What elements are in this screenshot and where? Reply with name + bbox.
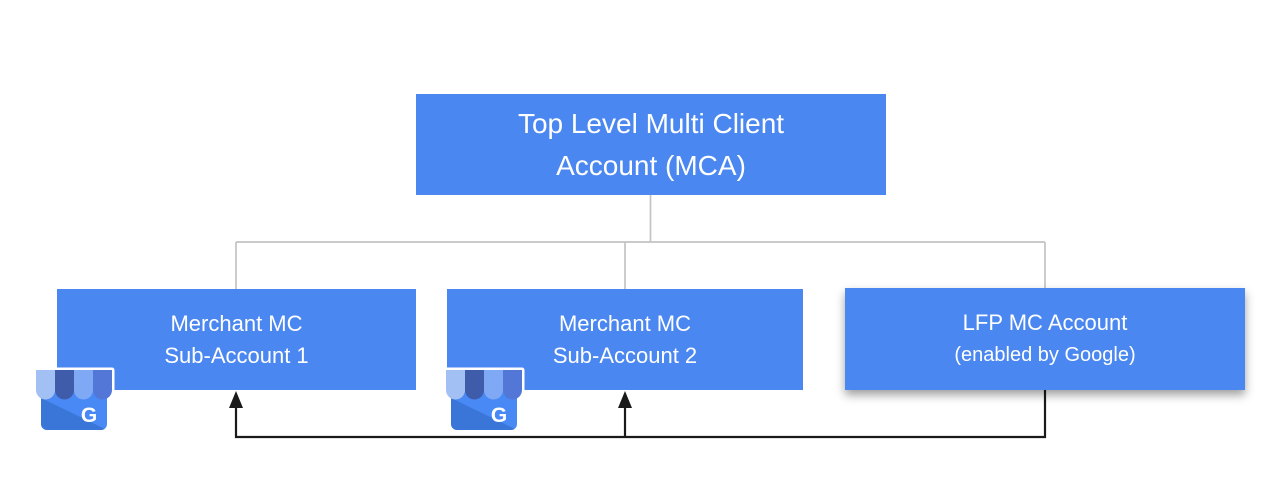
node-merchant-sub-account-1: Merchant MC Sub-Account 1 xyxy=(57,289,416,390)
node-label-line1: Merchant MC xyxy=(558,310,692,336)
google-business-icon: G xyxy=(33,367,115,433)
google-g-letter: G xyxy=(491,404,507,427)
google-g-letter: G xyxy=(81,404,97,427)
google-business-icon: G xyxy=(443,367,525,433)
storefront-fold-shade xyxy=(41,398,107,430)
node-label-line2: Sub-Account 1 xyxy=(164,342,309,368)
node-label-line1: Top Level Multi Client xyxy=(517,107,785,139)
node-label-line1: LFP MC Account xyxy=(962,310,1128,335)
arrowhead-into-sub1 xyxy=(229,391,243,408)
flow-arrow-lines xyxy=(234,390,1047,439)
node-top-level-mca: Top Level Multi Client Account (MCA) xyxy=(416,94,886,195)
storefront-body xyxy=(41,388,107,430)
tree-connector-lines xyxy=(235,195,1046,289)
node-label-line1: Merchant MC xyxy=(170,310,303,336)
node-label-line2: (enabled by Google) xyxy=(954,344,1136,366)
node-label-line2: Sub-Account 2 xyxy=(552,342,698,368)
arrowhead-into-sub2 xyxy=(618,391,632,408)
storefront-awning xyxy=(36,370,112,400)
node-lfp-mc-account: LFP MC Account (enabled by Google) xyxy=(845,288,1245,390)
node-label-line2: Account (MCA) xyxy=(556,149,746,181)
